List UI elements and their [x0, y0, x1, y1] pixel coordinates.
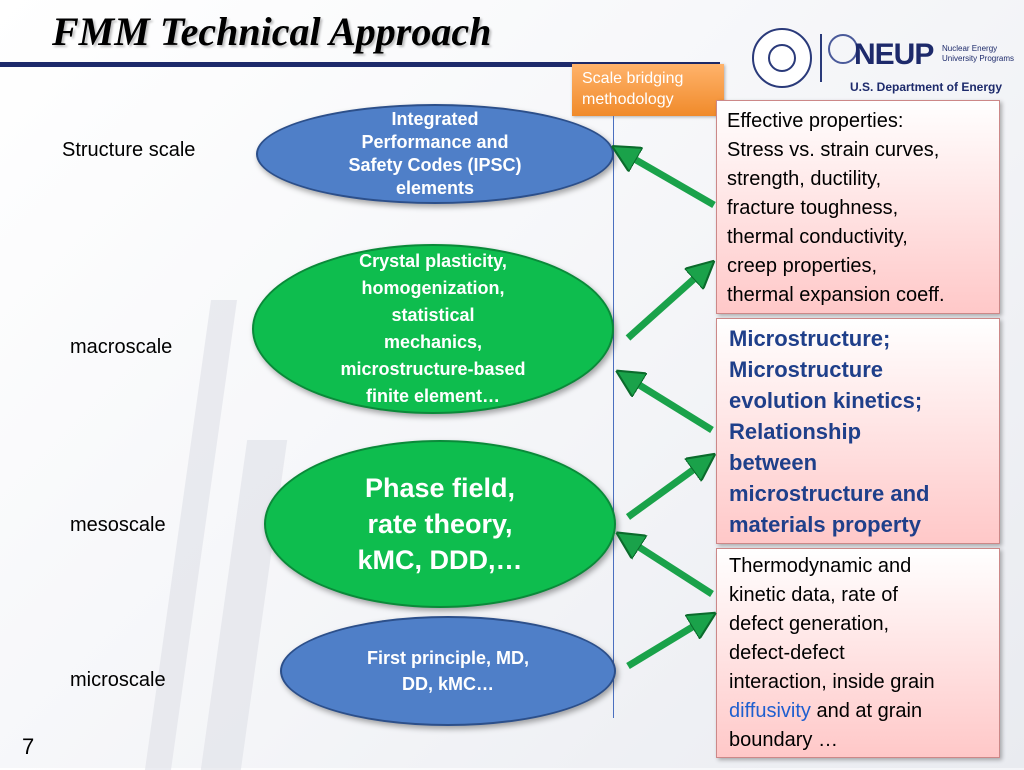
neup-wordmark: NEUP — [854, 38, 934, 71]
ellipse-crystal-line: statistical — [391, 305, 475, 325]
title-rule — [0, 62, 720, 67]
effective-line: Effective properties: — [727, 110, 904, 132]
microstructure-line: evolution kinetics; — [729, 388, 923, 413]
slide-title: FMM Technical Approach — [52, 9, 492, 54]
ellipse-crystal-line: finite element… — [365, 386, 501, 406]
thermo-line: interaction, inside grain — [729, 671, 935, 693]
diffusivity-highlight: diffusivity — [729, 700, 811, 722]
effective-line: thermal expansion coeff. — [727, 284, 945, 306]
ellipse-ipsc-line: Safety Codes (IPSC) — [348, 155, 522, 175]
ellipse-crystal-plasticity: Crystal plasticity, homogenization, stat… — [252, 244, 614, 414]
thermo-line-diffusivity: diffusivity and at grain — [729, 697, 987, 726]
doe-name: U.S. Department of Energy — [850, 80, 1003, 94]
scale-bridging-box: Scale bridging methodology — [572, 64, 724, 116]
arrow-up-right — [625, 270, 704, 341]
thermo-after-highlight: and at grain — [810, 700, 923, 722]
ellipse-ipsc-line: elements — [395, 178, 475, 198]
arrow-up-right — [626, 620, 704, 669]
ellipse-phase-line: rate theory, — [367, 509, 513, 539]
microstructure-line: between — [729, 450, 818, 475]
arrow-up-left — [628, 378, 714, 433]
ellipse-first-principle: First principle, MD, DD, kMC… — [280, 616, 616, 726]
label-structure-scale: Structure scale — [62, 139, 196, 161]
doe-seal-icon — [752, 28, 812, 88]
thermo-line: kinetic data, rate of — [729, 584, 898, 606]
microstructure-line: microstructure and — [729, 481, 930, 506]
ellipse-ipsc-line: Integrated — [391, 109, 479, 129]
label-macroscale: macroscale — [70, 336, 173, 358]
ellipse-crystal-line: mechanics, — [383, 332, 483, 352]
neup-subtitle: Nuclear Energy University Programs — [942, 44, 1015, 63]
ellipse-phase-field: Phase field, rate theory, kMC, DDD,… — [264, 440, 616, 608]
ellipse-crystal-line: microstructure-based — [340, 359, 526, 379]
thermo-line: defect generation, — [729, 613, 890, 635]
effective-line: Stress vs. strain curves, — [727, 139, 940, 161]
microstructure-line: Microstructure — [729, 357, 884, 382]
effective-line: creep properties, — [727, 255, 878, 277]
label-microscale: microscale — [70, 669, 166, 691]
effective-line: strength, ductility, — [727, 168, 882, 190]
ellipse-first-line: DD, kMC… — [401, 674, 494, 694]
arrow-up-left — [624, 153, 716, 209]
microstructure-box: Microstructure; Microstructure evolution… — [716, 318, 1000, 544]
ellipse-ipsc: Integrated Performance and Safety Codes … — [256, 104, 614, 204]
page-number: 7 — [22, 734, 35, 759]
thermo-line: defect-defect — [729, 642, 845, 664]
ellipse-phase-line: kMC, DDD,… — [357, 545, 523, 575]
ellipse-ipsc-line: Performance and — [361, 132, 509, 152]
arrow-up-left — [628, 540, 714, 597]
effective-line: thermal conductivity, — [727, 226, 908, 248]
bridging-line — [613, 116, 614, 718]
effective-line: fracture toughness, — [727, 197, 899, 219]
effective-properties-box: Effective properties: Stress vs. strain … — [716, 100, 1000, 314]
ellipse-crystal-line: homogenization, — [361, 278, 505, 298]
logo-area: NEUP Nuclear Energy University Programs … — [752, 28, 1024, 98]
ellipse-crystal-line: Crystal plasticity, — [359, 251, 507, 271]
label-mesoscale: mesoscale — [70, 514, 166, 536]
arrow-up-right — [625, 462, 704, 520]
microstructure-line: materials property — [729, 512, 921, 537]
ellipse-first-line: First principle, MD, — [366, 648, 530, 668]
ellipse-phase-line: Phase field, — [364, 473, 516, 503]
microstructure-line: Relationship — [729, 419, 862, 444]
atom-icon — [828, 34, 858, 64]
thermo-line: Thermodynamic and — [729, 555, 912, 577]
thermodynamic-data-box: Thermodynamic and kinetic data, rate of … — [716, 548, 1000, 758]
microstructure-line: Microstructure; — [729, 326, 891, 351]
logo-divider — [820, 34, 822, 82]
thermo-line: boundary … — [729, 729, 838, 751]
